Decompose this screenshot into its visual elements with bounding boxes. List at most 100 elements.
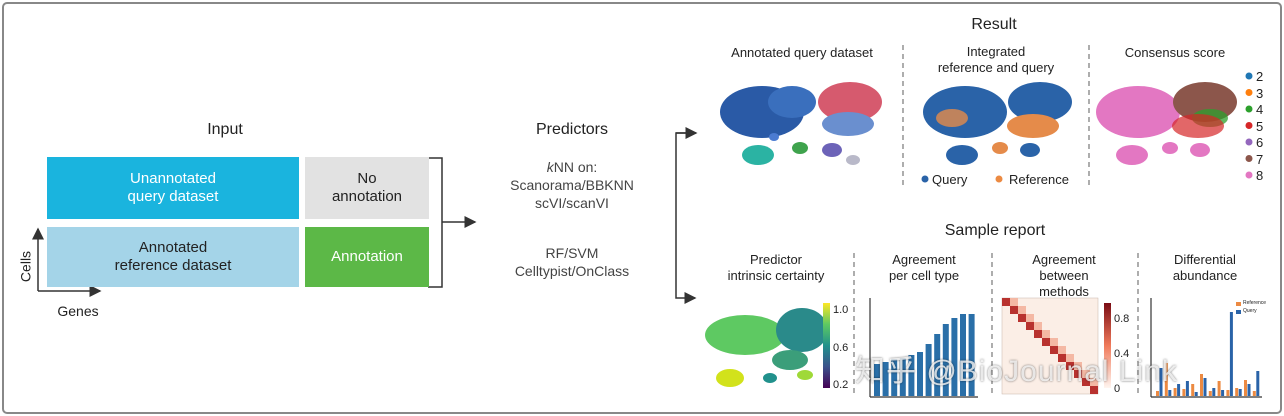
heatmap-diag-cell <box>1018 314 1026 322</box>
abundance-bar-reference <box>1235 388 1239 396</box>
result-panel3-title: Consensus score <box>1124 45 1226 60</box>
no-annotation-box: No annotation <box>305 157 429 219</box>
umap-consensus <box>1096 82 1237 165</box>
certainty-tick-top: 1.0 <box>833 304 849 316</box>
heatmap-offdiag-cell <box>1010 298 1018 306</box>
methods-colorbar <box>1104 303 1111 388</box>
heatmap-offdiag-cell <box>1058 346 1066 354</box>
reference-legend-dot <box>995 175 1003 183</box>
cells-genes-axes <box>32 227 102 297</box>
consensus-legend-dot <box>1245 155 1253 162</box>
abundance-bar-query <box>1168 390 1172 396</box>
heatmap-diag-cell <box>1026 322 1034 330</box>
predictor-scvi: scVI/scanVI <box>535 195 609 211</box>
consensus-legend-label: 6 <box>1256 135 1264 150</box>
consensus-legend-label: 7 <box>1256 151 1264 167</box>
abundance-bar-reference <box>1191 384 1195 396</box>
report-panel2-title: Agreement per cell type <box>888 252 960 283</box>
umap-annotated-query <box>720 82 882 165</box>
heatmap-offdiag-cell <box>1050 338 1058 346</box>
predictors-group2: RF/SVM Celltypist/OnClass <box>482 244 662 280</box>
heatmap-offdiag-cell <box>1090 378 1098 386</box>
consensus-legend-dot <box>1245 122 1253 129</box>
heatmap-offdiag-cell <box>1066 354 1074 362</box>
reference-box: Annotated reference dataset <box>47 227 299 287</box>
input-bracket <box>428 157 443 288</box>
annotation-box: Annotation <box>305 227 429 287</box>
agreement-bar <box>908 355 915 396</box>
heatmap-diag-cell <box>1050 346 1058 354</box>
legend-reference-label: Reference <box>1009 172 1069 187</box>
result-title: Result <box>971 16 1017 33</box>
agreement-bar <box>891 359 898 396</box>
heatmap-diag-cell <box>1042 338 1050 346</box>
predictor-celltypist: Celltypist/OnClass <box>514 263 630 279</box>
predictors-group1: kNN on: Scanorama/BBKNN scVI/scanVI <box>482 158 662 212</box>
heatmap-diag-cell <box>1074 370 1082 378</box>
legend-query-label: Query <box>932 172 968 187</box>
abundance-bar-reference <box>1244 380 1247 396</box>
certainty-tick-mid: 0.6 <box>833 342 849 354</box>
methods-tick-mid: 0.4 <box>1114 348 1130 360</box>
agreement-bar <box>968 314 975 396</box>
agreement-bar <box>882 362 889 396</box>
heatmap-offdiag-cell <box>1042 330 1050 338</box>
heatmap-diag-cell <box>1034 330 1042 338</box>
report-title: Sample report <box>944 222 1046 239</box>
agreement-axes <box>869 298 978 398</box>
heatmap-diag-cell <box>1066 362 1074 370</box>
no-annotation-label: No annotation <box>331 170 403 205</box>
heatmap-offdiag-cell <box>1082 370 1090 378</box>
knn-k: k <box>546 159 554 175</box>
consensus-legend-label: 3 <box>1256 85 1264 101</box>
report-panel1-title: Predictor intrinsic certainty <box>727 252 825 283</box>
consensus-legend-label: 2 <box>1256 69 1264 84</box>
consensus-legend-dot <box>1245 89 1253 96</box>
abundance-bar-query <box>1159 368 1163 396</box>
panel-separators <box>853 45 1139 395</box>
abundance-bar-query <box>1221 390 1225 396</box>
agreement-bars <box>874 314 975 396</box>
abundance-bar-query <box>1229 312 1233 396</box>
agreement-bar <box>925 344 932 396</box>
certainty-tick-low: 0.2 <box>833 379 849 391</box>
agreement-bar <box>951 318 958 396</box>
abundance-bar-reference <box>1226 390 1230 396</box>
consensus-legend-dot <box>1245 171 1253 179</box>
abundance-legend-query-swatch <box>1236 310 1241 314</box>
consensus-legend-label: 8 <box>1256 168 1264 183</box>
heatmap-offdiag-cell <box>1034 322 1042 330</box>
heatmap-diag-cell <box>1058 354 1066 362</box>
methods-tick-low: 0 <box>1114 383 1121 395</box>
abundance-bar-reference <box>1156 391 1159 396</box>
predictors-bracket <box>675 132 697 304</box>
knn-label: NN on: <box>553 159 598 175</box>
consensus-legend-dot <box>1245 138 1253 146</box>
heatmap-offdiag-cell <box>1026 314 1034 322</box>
predictors-title: Predictors <box>535 121 609 138</box>
agreement-bar <box>934 334 941 396</box>
abundance-bar-query <box>1185 381 1189 396</box>
heatmap-offdiag-cell <box>1018 306 1026 314</box>
query-legend-dot <box>921 175 929 183</box>
predictor-scanorama: Scanorama/BBKNN <box>510 177 634 193</box>
genes-axis-label: Genes <box>57 303 99 319</box>
abundance-axes <box>1150 298 1262 398</box>
umap-certainty <box>705 308 828 387</box>
heatmap-diag-cell <box>1010 306 1018 314</box>
abundance-bar-reference <box>1164 363 1168 396</box>
query-box: Unannotated query dataset <box>47 157 299 219</box>
agreement-bar <box>942 324 949 396</box>
abundance-bar-query <box>1247 384 1251 396</box>
abundance-bar-query <box>1203 378 1207 396</box>
abundance-bar-reference <box>1173 388 1177 396</box>
input-title: Input <box>207 121 243 138</box>
methods-tick-top: 0.8 <box>1114 313 1130 325</box>
report-panel3-title: Agreement between methods <box>1032 252 1096 299</box>
abundance-bar-reference <box>1252 391 1256 396</box>
agreement-bar <box>874 364 880 396</box>
consensus-legend-dots <box>1245 72 1253 179</box>
consensus-legend-label: 5 <box>1256 118 1264 134</box>
